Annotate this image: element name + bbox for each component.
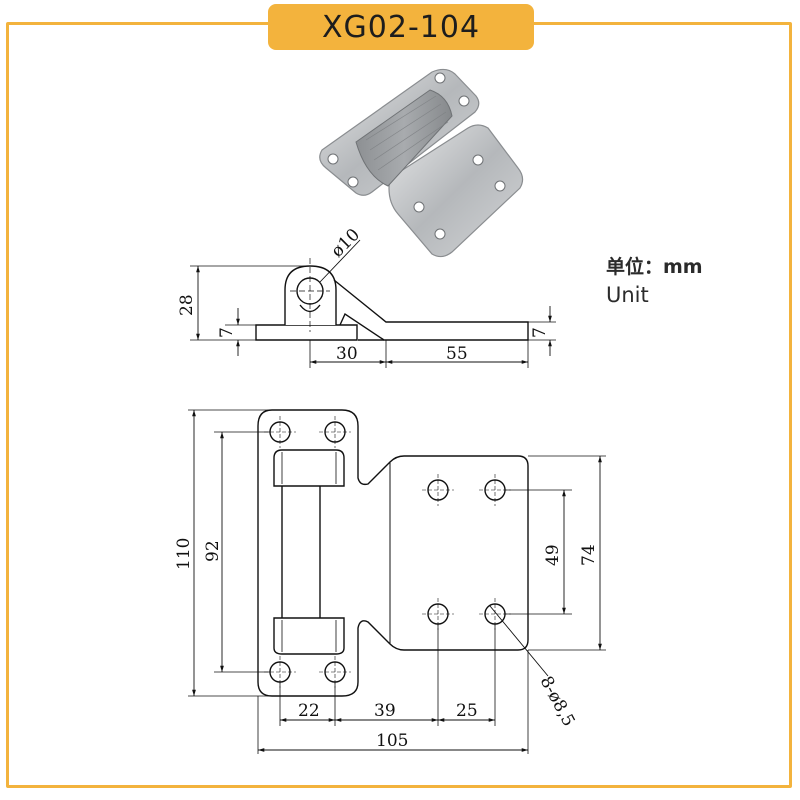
side-knuckle	[284, 265, 337, 325]
top-view	[188, 409, 606, 754]
dim-thickness-7-left: 7	[217, 327, 237, 338]
side-view	[190, 239, 556, 368]
dim-height-28: 28	[177, 294, 197, 316]
dim-height-110: 110	[174, 538, 194, 570]
unit-note: 单位：mm Unit	[606, 252, 703, 307]
unit-label-cn: 单位：mm	[606, 256, 703, 278]
top-knuckle-lower	[273, 617, 345, 655]
dim-hole-callout: 8-ø8,5	[536, 673, 579, 730]
dim-width-22: 22	[298, 701, 320, 721]
dim-height-74: 74	[579, 544, 599, 566]
dim-width-55: 55	[446, 344, 468, 364]
hinge-photo	[319, 68, 524, 258]
top-outline	[257, 409, 529, 697]
dim-width-39: 39	[374, 701, 396, 721]
dim-width-25: 25	[456, 701, 478, 721]
dim-thickness-7-right: 7	[530, 327, 550, 338]
product-code: XG02-104	[321, 9, 481, 45]
side-base-plate	[255, 324, 358, 341]
side-bent-leaf	[333, 279, 529, 341]
top-knuckle-upper	[273, 449, 345, 487]
dim-height-92: 92	[203, 540, 223, 562]
dim-width-105: 105	[376, 731, 408, 751]
dim-height-49: 49	[543, 544, 563, 566]
unit-label-en: Unit	[606, 283, 649, 307]
dim-diameter-10: ø10	[327, 225, 364, 262]
dim-width-30: 30	[336, 344, 358, 364]
title-banner: XG02-104	[268, 4, 534, 50]
